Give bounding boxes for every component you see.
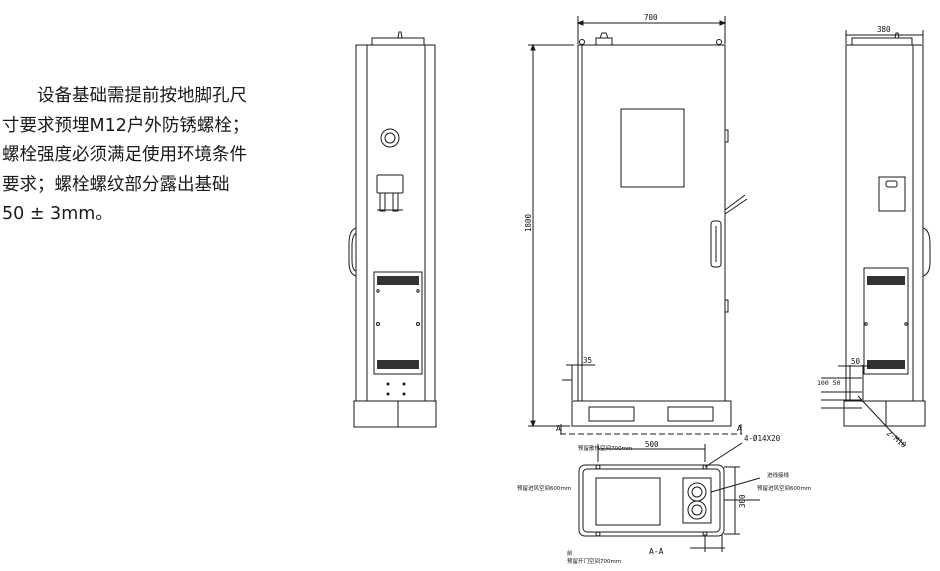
section-mark-left: A: [556, 424, 561, 433]
note-cable-inlet: 进线接线: [767, 471, 790, 479]
section-mark-right: A: [737, 424, 742, 433]
front-view: [528, 16, 748, 435]
note-line-4: 要求；螺栓螺纹部分露出基础: [2, 174, 230, 195]
note-door-clearance: 预留开门空间700mm: [567, 557, 621, 565]
dim-side-depth: 380: [877, 25, 891, 34]
base-plan-section: [578, 442, 761, 552]
front-handle-icon: [710, 220, 722, 268]
round-button-icon: [380, 128, 400, 148]
note-left-clearance: 预留进风空间600mm: [517, 484, 571, 492]
dim-side-100-50: 100 50: [817, 379, 841, 387]
dim-base-length: 500: [645, 440, 659, 449]
note-front-label: 前: [567, 549, 573, 557]
note-right-clearance: 预留进风空间600mm: [757, 484, 811, 492]
vent-panel: [373, 271, 423, 375]
note-line-1: 设备基础需提前按地脚孔尺: [2, 86, 247, 106]
right-side-view: [821, 30, 931, 447]
dim-front-width: 700: [644, 13, 658, 22]
left-side-view: [348, 31, 437, 428]
dim-base-depth: 300: [738, 494, 747, 508]
note-line-3: 螺栓强度必须满足使用环境条件: [2, 145, 247, 166]
note-line-2: 寸要求预埋M12户外防锈螺栓；: [2, 115, 250, 136]
section-title: A-A: [649, 547, 664, 556]
dim-anchor: 2-M10: [885, 428, 909, 449]
installation-note: 设备基础需提前按地脚孔尺 寸要求预埋M12户外防锈螺栓； 螺栓强度必须满足使用环…: [2, 82, 332, 230]
handle-icon: [376, 174, 404, 212]
note-rear-clearance: 预留散热空间700mm: [578, 444, 632, 452]
dim-side-50: 50: [851, 357, 861, 366]
dim-height: 1800: [524, 213, 533, 232]
note-line-5: 50 ± 3mm。: [2, 204, 113, 225]
dim-holes: 4-Ø14X20: [744, 434, 781, 443]
dim-bottom-offset: 35: [583, 356, 592, 365]
front-window: [620, 108, 685, 188]
